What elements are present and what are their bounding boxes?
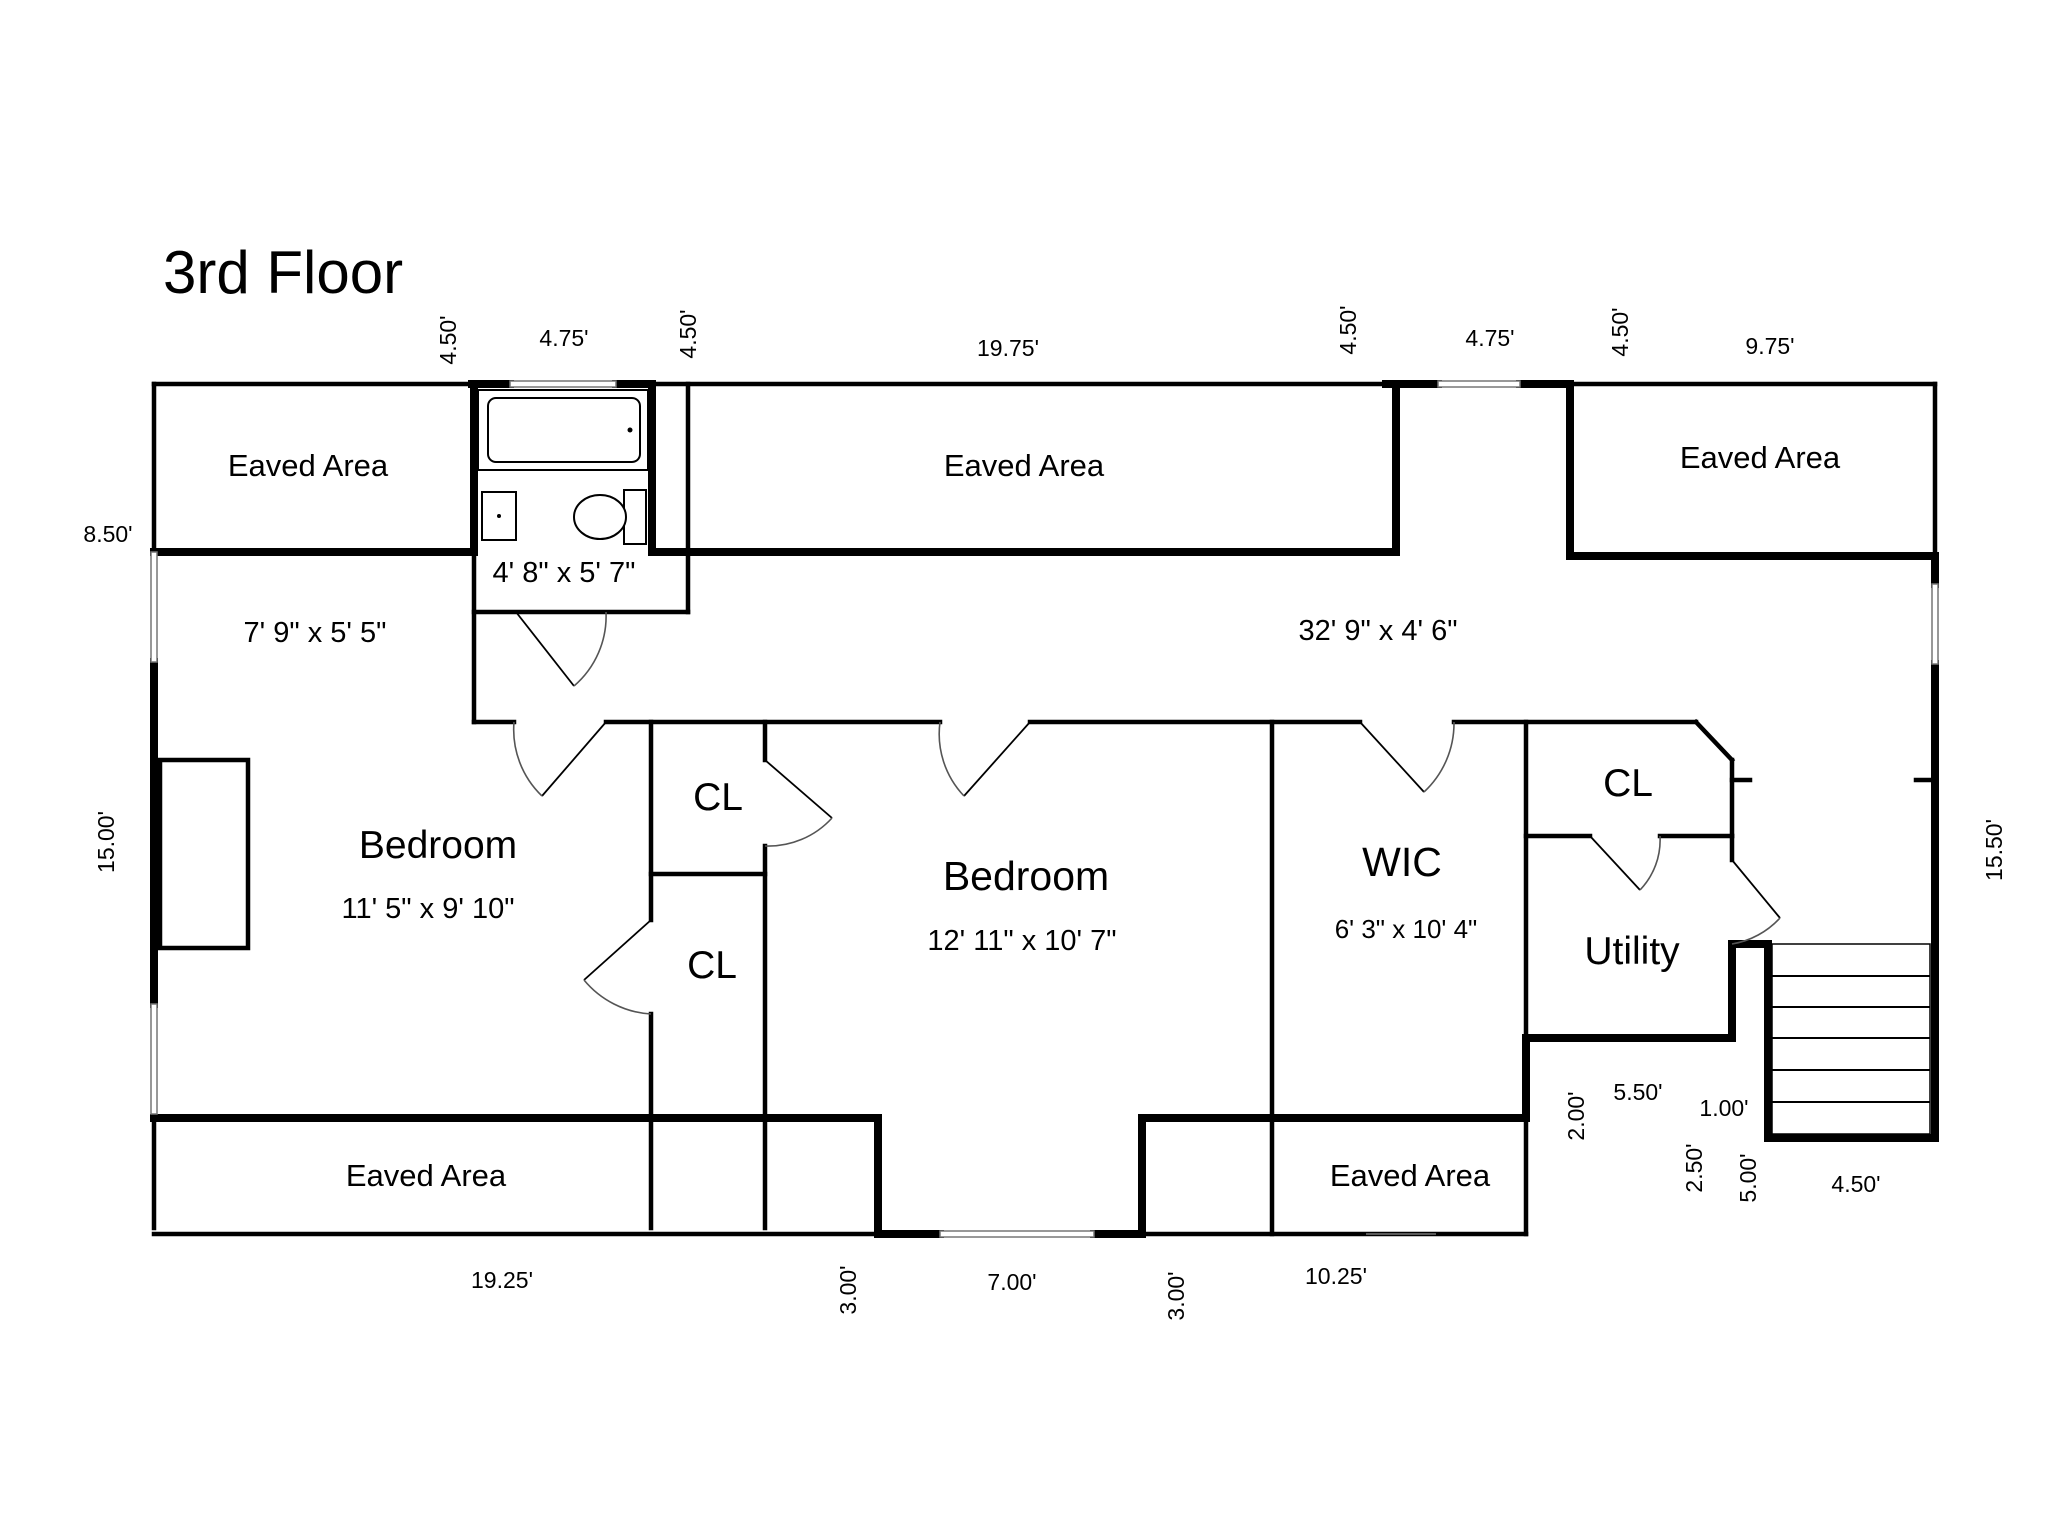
dim-bottom-e: 10.25' (1305, 1263, 1367, 1289)
dim-stair-f: 4.50' (1831, 1171, 1880, 1197)
label-wic-size: 6' 3" x 10' 4" (1335, 914, 1478, 944)
label-bedroom-center-size: 12' 11" x 10' 7" (927, 925, 1116, 957)
door-closet-upper (764, 759, 833, 819)
dim-left-upper: 8.50' (83, 521, 132, 547)
dim-top-h: 9.75' (1745, 333, 1794, 359)
dim-top-d: 19.75' (977, 335, 1039, 361)
window-bottom-bay (939, 1230, 1095, 1238)
toilet-bowl (573, 494, 627, 540)
door-bedroom-center-arc (938, 721, 965, 797)
label-bedroom-left-size: 11' 5" x 9' 10" (341, 893, 514, 925)
sink-drain (497, 514, 501, 518)
label-landing-size: 7' 9" x 5' 5" (244, 617, 387, 649)
doors (512, 611, 1781, 1015)
dim-stair-d: 2.50' (1681, 1143, 1707, 1192)
dimension-labels: 4.50' 4.75' 4.50' 19.75' 4.50' 4.75' 4.5… (83, 305, 2007, 1320)
tub-drain (627, 427, 633, 433)
window-left-lower (150, 1003, 158, 1115)
door-closet-right (1589, 835, 1641, 891)
label-wic: WIC (1362, 839, 1442, 885)
door-utility-arc (1731, 917, 1781, 945)
label-bedroom-left: Bedroom (359, 824, 517, 867)
bathtub-basin (487, 397, 641, 463)
door-utility (1731, 859, 1781, 919)
bath-fixtures (477, 389, 649, 545)
label-closet-lower: CL (687, 944, 737, 987)
dim-bottom-a: 19.25' (471, 1267, 533, 1293)
door-closet-lower-arc (583, 979, 652, 1015)
dim-top-b: 4.75' (539, 325, 588, 351)
chimney (157, 757, 251, 951)
label-eaved-bottom-left: Eaved Area (346, 1158, 507, 1193)
door-closet-upper-arc (764, 817, 833, 847)
window-bath (509, 380, 617, 388)
label-eaved-top-left: Eaved Area (228, 448, 389, 483)
label-eaved-bottom-right: Eaved Area (1330, 1158, 1491, 1193)
dim-top-a: 4.50' (435, 315, 461, 364)
dim-stair-b: 5.50' (1613, 1079, 1662, 1105)
door-bath (515, 611, 575, 687)
dim-stair-e: 5.00' (1735, 1153, 1761, 1202)
label-eaved-top-right: Eaved Area (1680, 440, 1841, 475)
door-bedroom-center (963, 721, 1031, 797)
door-wic (1359, 721, 1425, 793)
door-closet-right-arc (1639, 835, 1661, 891)
window-dormer (1437, 380, 1521, 388)
door-wic-arc (1423, 721, 1455, 793)
dim-bottom-b: 3.00' (835, 1265, 861, 1314)
dim-bottom-c: 7.00' (987, 1269, 1036, 1295)
windows (150, 380, 1939, 1238)
dim-top-f: 4.75' (1465, 325, 1514, 351)
window-left-upper (150, 551, 158, 663)
label-closet-right: CL (1603, 762, 1653, 805)
dim-right-side: 15.50' (1981, 819, 2007, 881)
toilet-tank (623, 489, 647, 545)
room-labels: Eaved Area Eaved Area Eaved Area 4' 8" x… (228, 440, 1841, 1193)
label-bath-size: 4' 8" x 5' 7" (493, 557, 636, 589)
dim-stair-a: 2.00' (1563, 1091, 1589, 1140)
label-utility: Utility (1584, 930, 1680, 973)
dim-left-lower: 15.00' (93, 811, 119, 873)
dim-top-g: 4.50' (1607, 307, 1633, 356)
dim-top-c: 4.50' (675, 309, 701, 358)
door-bath-arc (573, 611, 607, 687)
label-eaved-top-center: Eaved Area (944, 448, 1105, 483)
dim-bottom-d: 3.00' (1163, 1271, 1189, 1320)
label-bedroom-center: Bedroom (943, 853, 1109, 899)
dim-stair-c: 1.00' (1699, 1095, 1748, 1121)
door-closet-lower (583, 919, 652, 981)
door-bedroom-left-arc (512, 721, 543, 797)
floor-title: 3rd Floor (163, 239, 403, 306)
window-right (1931, 583, 1939, 665)
door-bedroom-left (541, 721, 607, 797)
stairs (1771, 943, 1931, 1135)
label-closet-upper: CL (693, 776, 743, 819)
wall-hall-corner (1692, 718, 1736, 764)
dim-top-e: 4.50' (1335, 305, 1361, 354)
label-hall-size: 32' 9" x 4' 6" (1298, 615, 1457, 647)
walls (150, 380, 1939, 1238)
